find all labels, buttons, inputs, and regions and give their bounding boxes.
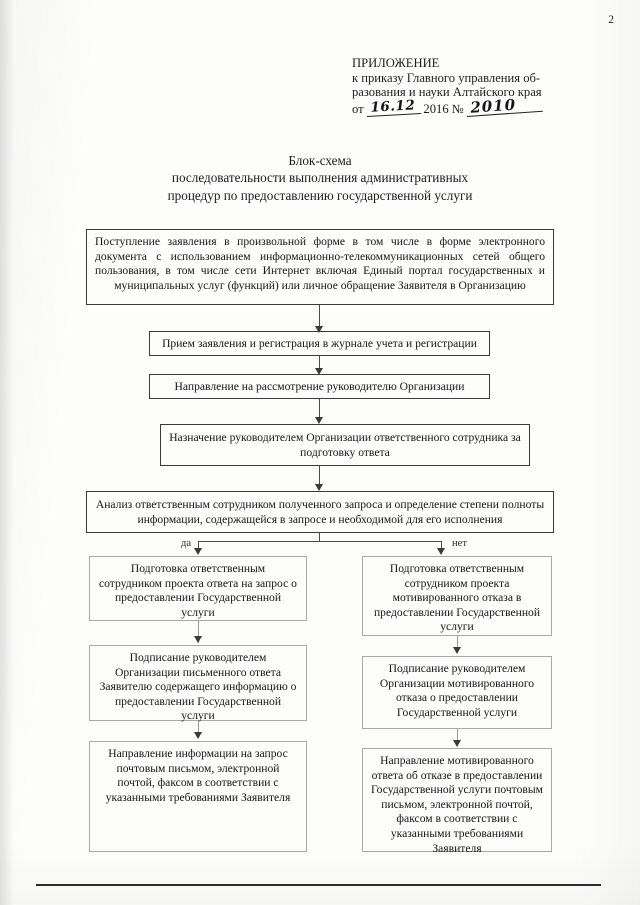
connector-8-10 [198, 721, 199, 738]
from-label: от [352, 101, 364, 116]
flow-node-2: Прием заявления и регистрация в журнале … [149, 331, 490, 356]
connector-5-no [441, 541, 442, 553]
connector-7-9 [457, 636, 458, 653]
flow-node-8-label: Подписание руководителем Организации пис… [99, 651, 297, 723]
year-value: 2016 [423, 101, 449, 116]
connector-6-8 [198, 621, 199, 643]
title-line-1: Блок-схема [288, 153, 352, 168]
arrow-4-5 [315, 484, 323, 491]
arrow-8-10 [194, 732, 202, 739]
connector-5-yes [198, 541, 199, 553]
flow-node-10: Направление информации на запрос почтовы… [89, 741, 307, 852]
flow-node-4-label: Назначение руководителем Организации отв… [169, 430, 521, 459]
flow-node-5: Анализ ответственным сотрудником получен… [86, 491, 554, 533]
flow-node-3: Направление на рассмотрение руководителю… [149, 374, 490, 399]
flow-node-1: Поступление заявления в произвольной фор… [86, 229, 554, 305]
flow-node-11: Направление мотивированного ответа об от… [362, 748, 552, 855]
footer-rule [36, 884, 601, 886]
arrow-5-yes [194, 548, 202, 555]
appendix-date-line: от 16.12 2016 № 2010 [352, 95, 610, 117]
arrow-3-4 [315, 417, 323, 424]
connector-4-5 [319, 466, 320, 490]
page-number: 2 [608, 14, 614, 26]
arrow-2-3 [315, 368, 323, 375]
appendix-header: ПРИЛОЖЕНИЕ к приказу Главного управления… [352, 56, 610, 117]
arrow-9-11 [453, 740, 461, 747]
arrow-1-2 [315, 326, 323, 333]
flow-node-10-label: Направление информации на запрос почтовы… [105, 747, 291, 804]
connector-3-4 [319, 399, 320, 422]
flow-node-7: Подготовка ответственным сотрудником про… [362, 556, 552, 636]
connector-5-branch-bar [198, 541, 441, 542]
connector-2-3 [319, 356, 320, 373]
flow-node-6-label: Подготовка ответственным сотрудником про… [99, 562, 297, 619]
page-title: Блок-схема последовательности выполнения… [0, 152, 640, 204]
title-line-2: последовательности выполнения администра… [171, 170, 469, 186]
number-label: № [451, 101, 464, 116]
arrow-5-no [437, 548, 445, 555]
flow-node-4: Назначение руководителем Организации отв… [160, 424, 530, 466]
connector-1-2 [319, 305, 320, 328]
appendix-line-1: к приказу Главного управления об- [352, 70, 541, 85]
flow-node-3-label: Направление на рассмотрение руководителю… [174, 379, 465, 393]
flow-node-9: Подписание руководителем Организации мот… [362, 656, 552, 729]
flow-node-5-label: Анализ ответственным сотрудником получен… [95, 497, 545, 526]
flow-node-1-label: Поступление заявления в произвольной фор… [95, 235, 545, 292]
title-line-3: процедур по предоставлению государственн… [167, 187, 473, 203]
branch-label-no: нет [452, 538, 468, 549]
flow-node-6: Подготовка ответственным сотрудником про… [89, 556, 307, 621]
arrow-6-8 [194, 636, 202, 643]
connector-5-split [319, 533, 320, 542]
flow-node-8: Подписание руководителем Организации пис… [89, 645, 307, 723]
appendix-title: ПРИЛОЖЕНИЕ [352, 56, 440, 70]
appendix-line-2: разования и науки Алтайского края [352, 85, 542, 100]
flow-node-2-label: Прием заявления и регистрация в журнале … [162, 336, 477, 350]
flow-node-7-label: Подготовка ответственным сотрудником про… [373, 562, 541, 634]
connector-9-11 [457, 729, 458, 746]
flow-node-11-label: Направление мотивированного ответа об от… [371, 754, 543, 855]
flow-node-9-label: Подписание руководителем Организации мот… [379, 662, 535, 719]
arrow-7-9 [453, 647, 461, 654]
branch-label-yes: да [181, 538, 192, 549]
